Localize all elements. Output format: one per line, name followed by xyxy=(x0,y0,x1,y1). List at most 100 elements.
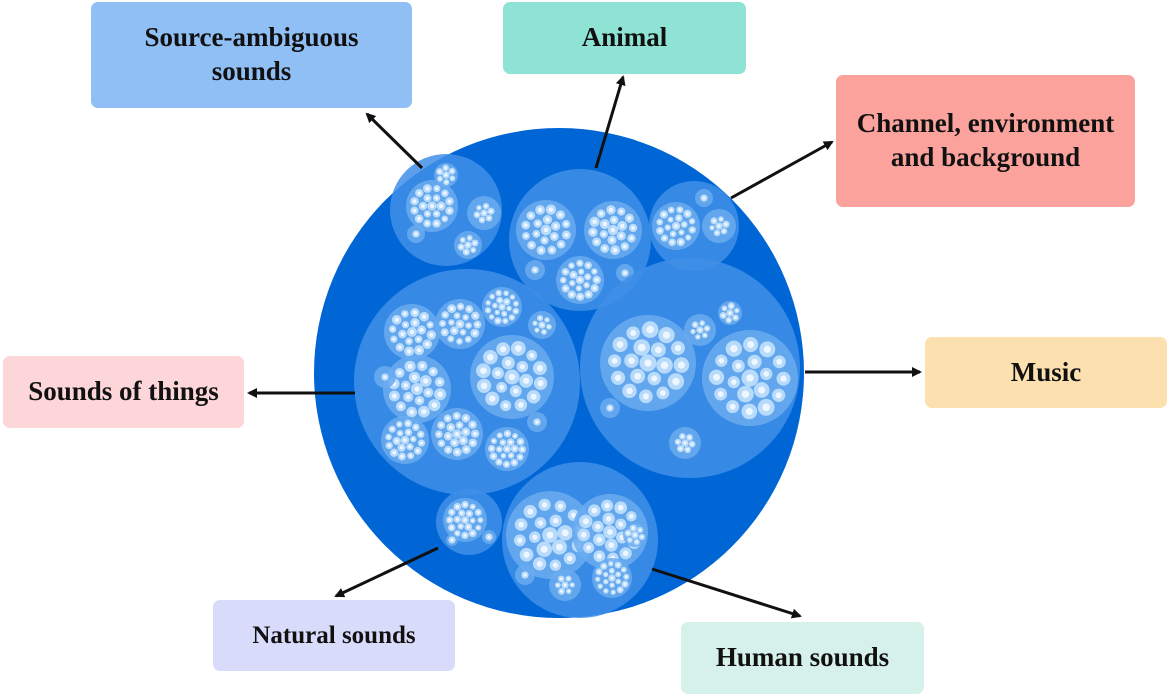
leaf-bubble-core xyxy=(719,217,723,221)
label-channel-environment-background: Channel, environment and background xyxy=(836,75,1135,207)
leaf-bubble-core xyxy=(446,447,451,452)
leaf-bubble-core xyxy=(478,518,482,522)
leaf-bubble-core xyxy=(577,286,581,290)
leaf-bubble-core xyxy=(660,361,669,370)
leaf-bubble-core xyxy=(502,454,505,458)
leaf-bubble-core xyxy=(578,294,583,299)
leaf-bubble-core xyxy=(540,323,544,327)
leaf-bubble-core xyxy=(590,229,596,235)
leaf-bubble-core xyxy=(683,441,687,445)
leaf-bubble-core xyxy=(500,346,507,353)
leaf-bubble-core xyxy=(434,221,439,226)
leaf-bubble-core xyxy=(463,533,467,538)
leaf-bubble-core xyxy=(616,341,624,348)
leaf-bubble-core xyxy=(780,375,787,382)
leaf-bubble-core xyxy=(455,314,459,318)
leaf-bubble-core xyxy=(586,275,590,279)
label-sounds-of-things: Sounds of things xyxy=(3,356,244,428)
leaf-bubble-core xyxy=(612,591,615,594)
leaf-bubble-core xyxy=(666,226,670,229)
leaf-bubble-core xyxy=(605,516,612,522)
leaf-bubble-core xyxy=(610,227,616,233)
leaf-bubble-core xyxy=(407,339,411,344)
leaf-bubble-core xyxy=(623,582,627,586)
label-line: Human sounds xyxy=(715,642,890,673)
leaf-bubble-core xyxy=(423,378,429,384)
leaf-bubble-core xyxy=(419,327,424,333)
leaf-bubble-core xyxy=(528,213,533,218)
leaf-bubble-core xyxy=(746,374,754,382)
leaf-bubble-core xyxy=(414,386,420,392)
leaf-bubble-core xyxy=(547,325,551,329)
leaf-bubble-core xyxy=(510,315,514,319)
leaf-bubble-core xyxy=(670,240,674,244)
leaf-bubble-core xyxy=(513,388,519,394)
leaf-bubble-core xyxy=(463,429,468,434)
leaf-bubble-core xyxy=(616,572,620,576)
music-cluster xyxy=(580,258,800,478)
leaf-bubble-core xyxy=(747,341,755,348)
leaf-bubble-core xyxy=(662,331,671,339)
leaf-bubble-core xyxy=(392,337,396,341)
leaf-bubble-core xyxy=(387,443,391,448)
label-line: Channel, environment xyxy=(856,108,1115,139)
leaf-bubble-core xyxy=(586,263,590,268)
leaf-bubble-core xyxy=(504,291,508,295)
leaf-bubble-core xyxy=(473,313,478,318)
leaf-bubble-core xyxy=(618,588,622,592)
leaf-bubble-core xyxy=(513,434,517,438)
leaf-bubble-core xyxy=(450,510,454,514)
leaf-bubble-core xyxy=(718,357,725,364)
leaf-bubble-core xyxy=(397,422,401,426)
leaf-bubble-core xyxy=(682,222,686,226)
leaf-bubble-core xyxy=(504,462,509,466)
leaf-bubble-core xyxy=(646,325,654,334)
leaf-bubble-core xyxy=(518,455,522,459)
leaf-bubble-core xyxy=(475,213,479,217)
leaf-bubble-core xyxy=(617,504,624,511)
leaf-bubble-core xyxy=(611,357,618,364)
leaf-bubble-core xyxy=(537,380,544,387)
leaf-bubble-core xyxy=(416,337,421,341)
leaf-bubble-core xyxy=(403,323,408,327)
leaf-bubble-core xyxy=(549,248,554,253)
leaf-bubble-core xyxy=(448,518,452,522)
leaf-bubble-core xyxy=(610,569,614,573)
leaf-bubble-core xyxy=(619,209,624,214)
leaf-bubble-core xyxy=(644,359,652,367)
leaf-bubble-core xyxy=(509,454,513,457)
leaf-bubble-core xyxy=(500,305,504,309)
leaf-bubble-core xyxy=(409,409,415,415)
leaf-bubble-core xyxy=(496,319,500,323)
leaf-bubble-core xyxy=(537,207,543,213)
leaf-bubble-core xyxy=(762,403,770,412)
leaf-bubble-core xyxy=(693,323,697,327)
leaf-bubble-core xyxy=(425,221,429,226)
leaf-bubble-core xyxy=(421,314,427,319)
leaf-bubble-core xyxy=(480,382,488,390)
leaf-bubble-core xyxy=(724,222,728,226)
leaf-bubble-core xyxy=(672,377,680,386)
leaf-bubble-core xyxy=(686,448,690,452)
leaf-bubble-core xyxy=(564,232,569,237)
leaf-bubble-core xyxy=(541,502,548,508)
leaf-bubble-core xyxy=(601,232,606,236)
leaf-bubble-core xyxy=(571,273,576,277)
human-sounds-cluster xyxy=(502,462,658,618)
leaf-bubble-core xyxy=(614,374,622,382)
leaf-bubble-core xyxy=(628,357,635,364)
leaf-bubble-core xyxy=(394,439,399,443)
leaf-bubble-core xyxy=(523,377,530,384)
leaf-bubble-core xyxy=(392,450,397,455)
leaf-bubble-core xyxy=(713,373,720,381)
leaf-bubble-core xyxy=(497,291,501,295)
leaf-bubble-core xyxy=(702,196,706,200)
leaf-bubble-core xyxy=(387,435,391,439)
leaf-bubble-core xyxy=(448,425,453,430)
leaf-bubble-core xyxy=(758,386,766,394)
leaf-bubble-core xyxy=(622,568,626,572)
leaf-bubble-core xyxy=(439,441,444,445)
leaf-bubble-core xyxy=(518,402,524,408)
leaf-bubble-core xyxy=(560,589,564,593)
leaf-bubble-core xyxy=(563,270,568,274)
